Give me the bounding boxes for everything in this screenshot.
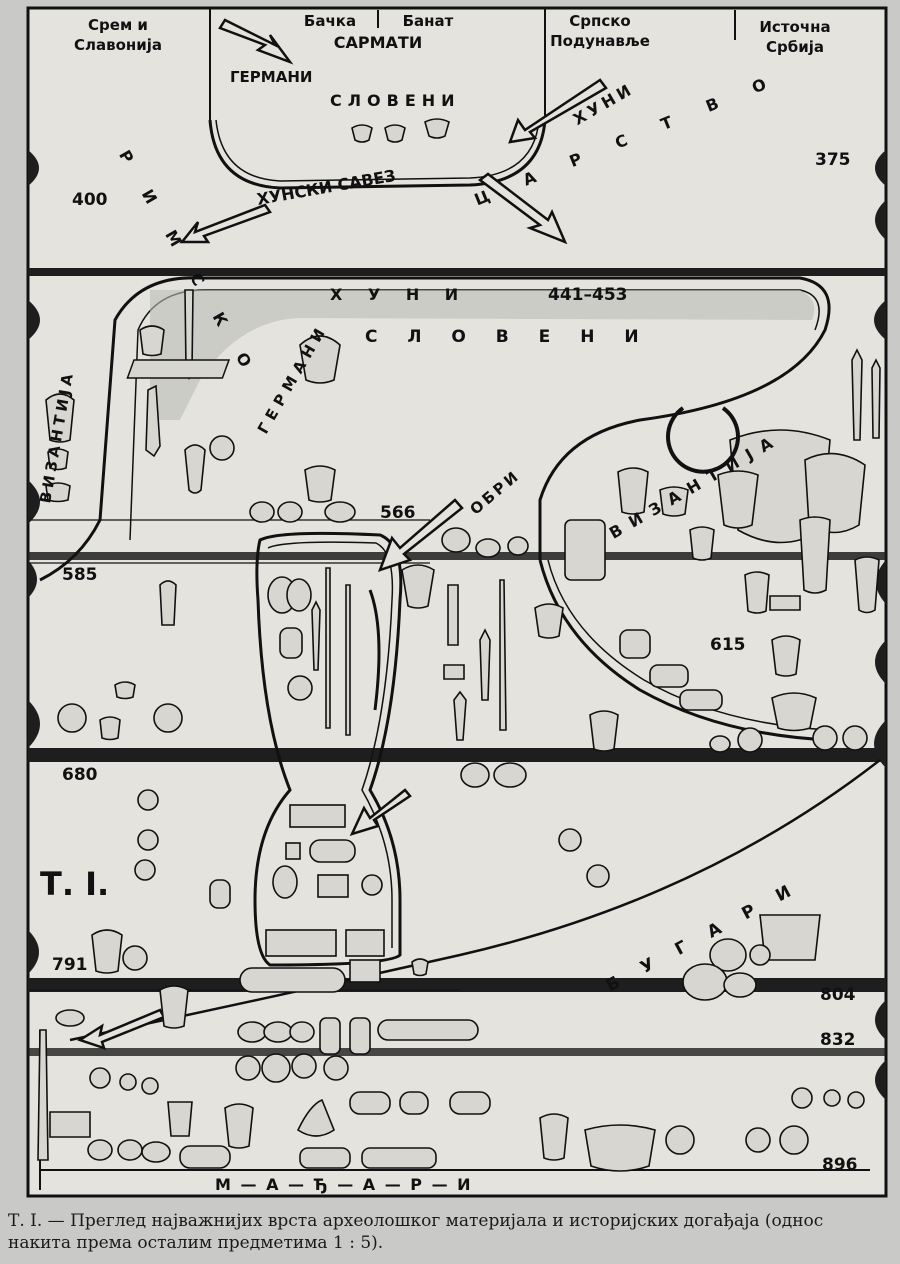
year-832: 832 <box>820 1030 856 1050</box>
earring-icon <box>286 578 312 612</box>
belt-set-icon <box>345 929 385 957</box>
belt-fitting-icon <box>679 689 723 711</box>
sword-icon <box>325 567 331 729</box>
year-896: 896 <box>822 1155 858 1175</box>
earring-icon <box>665 1125 695 1155</box>
belt-set-icon <box>265 929 337 957</box>
region-istocna-1: Источна <box>759 18 830 36</box>
belt-fitting-icon <box>447 584 459 646</box>
earring-icon <box>153 703 183 733</box>
jug-icon <box>167 1101 193 1137</box>
region-istocna-2: Србија <box>766 38 824 56</box>
bracelet-icon <box>666 406 740 474</box>
earring-icon <box>134 859 156 881</box>
year-441-453: 441–453 <box>548 285 627 305</box>
earring-icon <box>586 864 610 888</box>
year-585: 585 <box>62 565 98 585</box>
year-615: 615 <box>710 635 746 655</box>
belt-fitting-icon <box>649 664 689 688</box>
left-scallops <box>28 150 40 974</box>
people-sloveni-mid: С Л О В Е Н И <box>365 327 651 347</box>
figurine-icon <box>564 519 606 581</box>
plate-caption: Т. I. — Преглед најважнијих врста археол… <box>8 1211 824 1253</box>
region-srem-1: Срем и <box>88 16 148 34</box>
hunski-savez-left-arrow-icon <box>179 203 272 244</box>
earring-icon <box>137 789 159 811</box>
plate-label: Т. I. <box>40 865 109 903</box>
comb-icon <box>126 359 231 379</box>
pot-icon <box>351 124 373 143</box>
earring-icon <box>779 1125 809 1155</box>
jug-icon <box>49 1111 91 1138</box>
year-680: 680 <box>62 765 98 785</box>
jug-icon <box>45 393 75 443</box>
year-400: 400 <box>72 190 108 210</box>
pot-icon <box>299 335 341 384</box>
region-backa: Бачка <box>304 12 356 30</box>
belt-fitting-icon <box>619 629 651 659</box>
strap-end-icon <box>377 1019 479 1041</box>
hunski-savez-right-arrow-icon <box>477 172 568 245</box>
belt-fitting-icon <box>289 804 346 828</box>
earring-icon <box>57 703 87 733</box>
sword-icon <box>345 584 351 736</box>
sword-icon <box>499 579 507 731</box>
region-podunavlje-1: Српско <box>569 12 631 30</box>
earring-icon <box>745 1127 771 1153</box>
pot-icon <box>45 482 71 503</box>
bugari-arrow-icon <box>77 1008 166 1050</box>
fibula-icon <box>145 384 161 458</box>
sword-icon <box>37 1029 49 1161</box>
pot-icon <box>47 448 69 471</box>
people-huni-mid: Х У Н И <box>330 285 468 304</box>
region-srem-2: Славонија <box>74 36 162 54</box>
fibula-icon <box>159 580 177 626</box>
artifact-drawings <box>37 118 881 1172</box>
spearhead-icon <box>479 628 491 701</box>
spearhead-icon <box>311 600 321 671</box>
migration-arrows <box>77 18 608 1050</box>
fibula-icon <box>184 444 206 494</box>
stirrup-icon <box>89 1067 111 1089</box>
arrowhead-icon <box>453 690 467 741</box>
belt-fitting-icon <box>239 967 346 993</box>
spearhead-icon <box>871 358 881 439</box>
year-804: 804 <box>820 985 856 1005</box>
amphora-icon <box>799 516 831 594</box>
header-row <box>209 8 736 120</box>
strap-end-icon <box>309 839 356 863</box>
hunnic-boundary <box>208 119 547 190</box>
right-scallops <box>874 150 886 1100</box>
people-germani-top: ГЕРМАНИ <box>230 68 312 86</box>
bow-icon <box>368 589 381 711</box>
pot-icon <box>139 325 165 357</box>
year-566: 566 <box>380 503 416 523</box>
earring-icon <box>558 828 582 852</box>
bulgarian-boundary <box>69 759 881 1042</box>
pot-icon <box>584 1124 656 1172</box>
huni-arrow-icon <box>508 78 608 144</box>
earring-icon <box>137 829 159 851</box>
people-sarmati: САРМАТИ <box>334 33 422 52</box>
avar-late-arrow-icon <box>349 788 412 837</box>
pot-icon <box>424 118 450 139</box>
region-podunavlje-2: Подунавље <box>550 32 650 50</box>
germani-arrow-icon <box>218 18 294 65</box>
people-madjari: М — А — Ђ — А — Р — И <box>215 1175 473 1194</box>
jug-icon <box>296 1098 335 1137</box>
pot-icon <box>384 124 406 143</box>
year-375: 375 <box>815 150 851 170</box>
spearhead-icon <box>851 348 863 441</box>
region-banat: Банат <box>403 12 454 30</box>
obri-arrow-icon <box>377 498 464 573</box>
pot-icon <box>209 435 235 461</box>
people-sloveni-top: СЛОВЕНИ <box>330 91 461 110</box>
earring-icon <box>287 675 313 701</box>
year-791: 791 <box>52 955 88 975</box>
